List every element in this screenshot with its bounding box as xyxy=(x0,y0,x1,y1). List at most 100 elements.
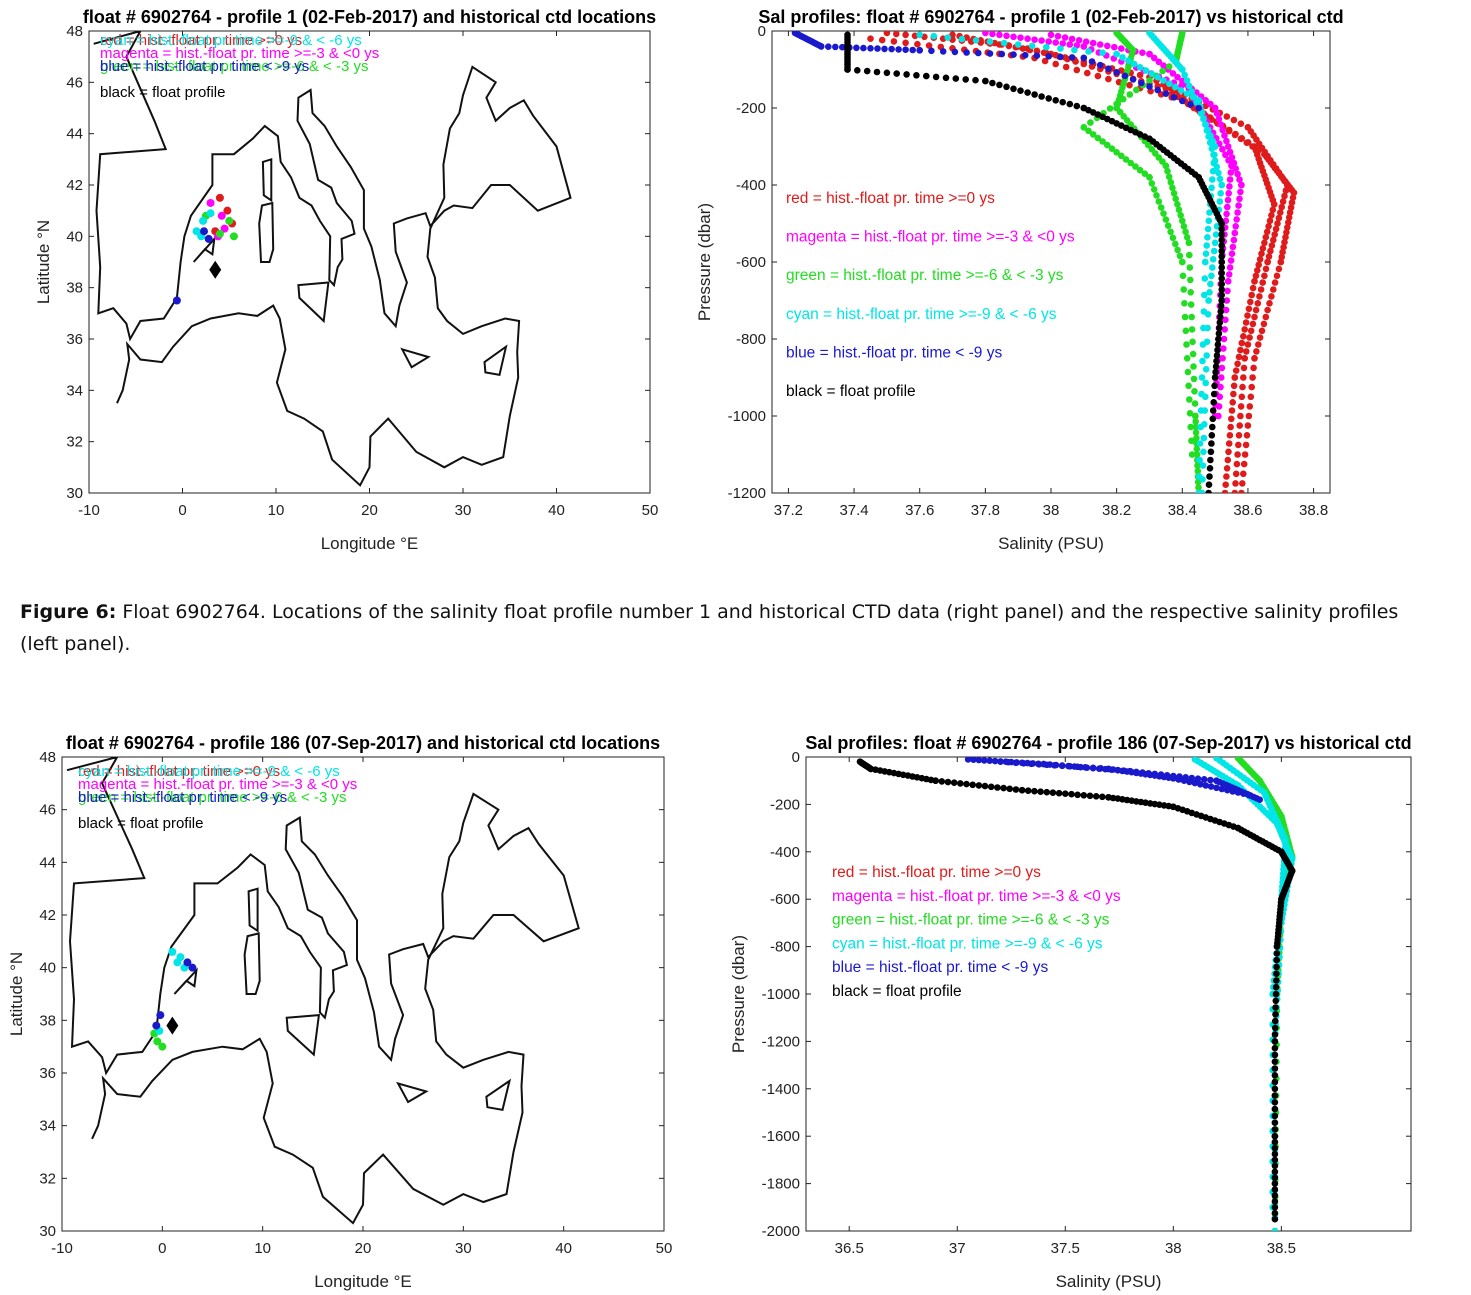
profile-point xyxy=(1097,765,1105,772)
profile-point xyxy=(1240,470,1247,478)
plot-frame xyxy=(88,30,651,494)
profile-point xyxy=(1238,489,1245,493)
profile-point xyxy=(1174,73,1181,81)
profile-point xyxy=(1119,95,1127,103)
profile-point xyxy=(1028,760,1035,768)
profile-point xyxy=(1271,1065,1279,1072)
y-tick-label: -800 xyxy=(770,939,800,956)
profile-point xyxy=(1285,214,1293,221)
profile-point xyxy=(1229,399,1236,406)
profile-point xyxy=(1249,320,1257,328)
profile-point xyxy=(1043,761,1051,769)
profile-point xyxy=(951,48,959,56)
profile-point xyxy=(1243,139,1251,146)
x-tick-label: 37.2 xyxy=(774,502,803,519)
legend-entry-red: red = hist.-float pr. time >=0 ys xyxy=(832,864,1041,881)
profile-point xyxy=(1186,778,1193,786)
profile-point xyxy=(1271,1126,1279,1133)
profile-point xyxy=(1271,1099,1279,1106)
profile-point xyxy=(1271,1180,1279,1187)
profile-point xyxy=(1174,201,1181,208)
profile-point xyxy=(1224,143,1232,150)
profile-point xyxy=(1020,760,1027,767)
profile-point xyxy=(1000,784,1007,792)
profile-point xyxy=(1146,50,1153,58)
profile-point xyxy=(1275,265,1283,273)
profile-point xyxy=(1283,229,1290,236)
profile-point xyxy=(1271,1092,1279,1099)
profile-point xyxy=(1278,203,1285,211)
profile-point xyxy=(1273,272,1281,280)
profile-point xyxy=(1271,1072,1279,1079)
profile-point xyxy=(1207,783,1215,790)
profile-point xyxy=(1170,190,1178,197)
profile-point xyxy=(1207,100,1214,108)
profile-point xyxy=(916,47,923,54)
profile-point xyxy=(1187,301,1195,308)
profile-point xyxy=(1258,327,1266,335)
y-tick-label: 46 xyxy=(39,802,56,819)
plot-area xyxy=(93,31,572,487)
profile-point xyxy=(1226,264,1234,271)
profile-point xyxy=(1180,223,1188,230)
profile-point xyxy=(1273,970,1280,977)
profile-point xyxy=(1211,104,1219,112)
profile-point xyxy=(1183,341,1190,348)
profile-point xyxy=(1217,121,1224,128)
profile-point xyxy=(1146,174,1153,181)
x-tick-label: 38.8 xyxy=(1299,502,1328,519)
ctd-location-point xyxy=(199,216,208,225)
profile-point xyxy=(1239,383,1246,391)
profile-point xyxy=(1068,54,1076,61)
plot-frame xyxy=(61,756,665,1232)
island-outline xyxy=(297,281,330,324)
profile-point xyxy=(1218,181,1225,189)
profile-point xyxy=(1211,151,1218,159)
x-tick-label: 38 xyxy=(1043,502,1060,519)
profile-point xyxy=(867,45,874,52)
profile-point xyxy=(1185,239,1193,247)
profile-point xyxy=(1150,54,1158,62)
profile-point xyxy=(1237,120,1245,127)
profile-point xyxy=(1249,143,1256,150)
profile-point xyxy=(1193,445,1201,453)
ctd-location-point xyxy=(173,958,182,967)
profile-point xyxy=(909,46,916,54)
profile-point xyxy=(1223,113,1231,120)
profile-point xyxy=(1180,286,1187,293)
profile-point xyxy=(1209,423,1216,431)
profile-point xyxy=(1127,159,1134,167)
profile-point xyxy=(1191,388,1198,395)
profile-point xyxy=(1234,360,1241,368)
y-tick-label: -1800 xyxy=(762,1176,800,1193)
profile-point xyxy=(890,38,898,45)
profile-point xyxy=(1106,105,1114,112)
profile-point xyxy=(1167,228,1174,236)
profile-point xyxy=(1119,54,1126,61)
profile-point xyxy=(932,73,940,81)
profile-point xyxy=(1209,167,1217,175)
profile-point xyxy=(1237,346,1244,354)
profile-point xyxy=(1229,243,1237,251)
y-tick-label: 48 xyxy=(66,23,83,40)
profile-point xyxy=(939,48,947,55)
profile-point xyxy=(1139,49,1146,56)
profile-point xyxy=(1211,239,1219,247)
profile-point xyxy=(1195,104,1202,112)
y-axis-label: Latitude °N xyxy=(7,952,26,1036)
caption-text: Float 6902764. Locations of the salinity… xyxy=(20,601,1399,655)
profile-point xyxy=(1154,86,1161,94)
profile-point xyxy=(1217,374,1225,381)
profile-point xyxy=(1210,399,1217,406)
island-outline xyxy=(396,1081,429,1104)
profile-point xyxy=(1209,176,1216,183)
profile-point xyxy=(1248,383,1255,391)
profile-point xyxy=(1202,97,1209,104)
y-tick-label: -1400 xyxy=(762,1081,800,1098)
profile-point xyxy=(1255,261,1262,269)
profile-point xyxy=(1142,67,1150,74)
profile-point xyxy=(1267,247,1274,255)
profile-point xyxy=(1231,229,1239,237)
x-tick-label: 10 xyxy=(268,502,285,519)
profile-point xyxy=(1068,35,1076,43)
